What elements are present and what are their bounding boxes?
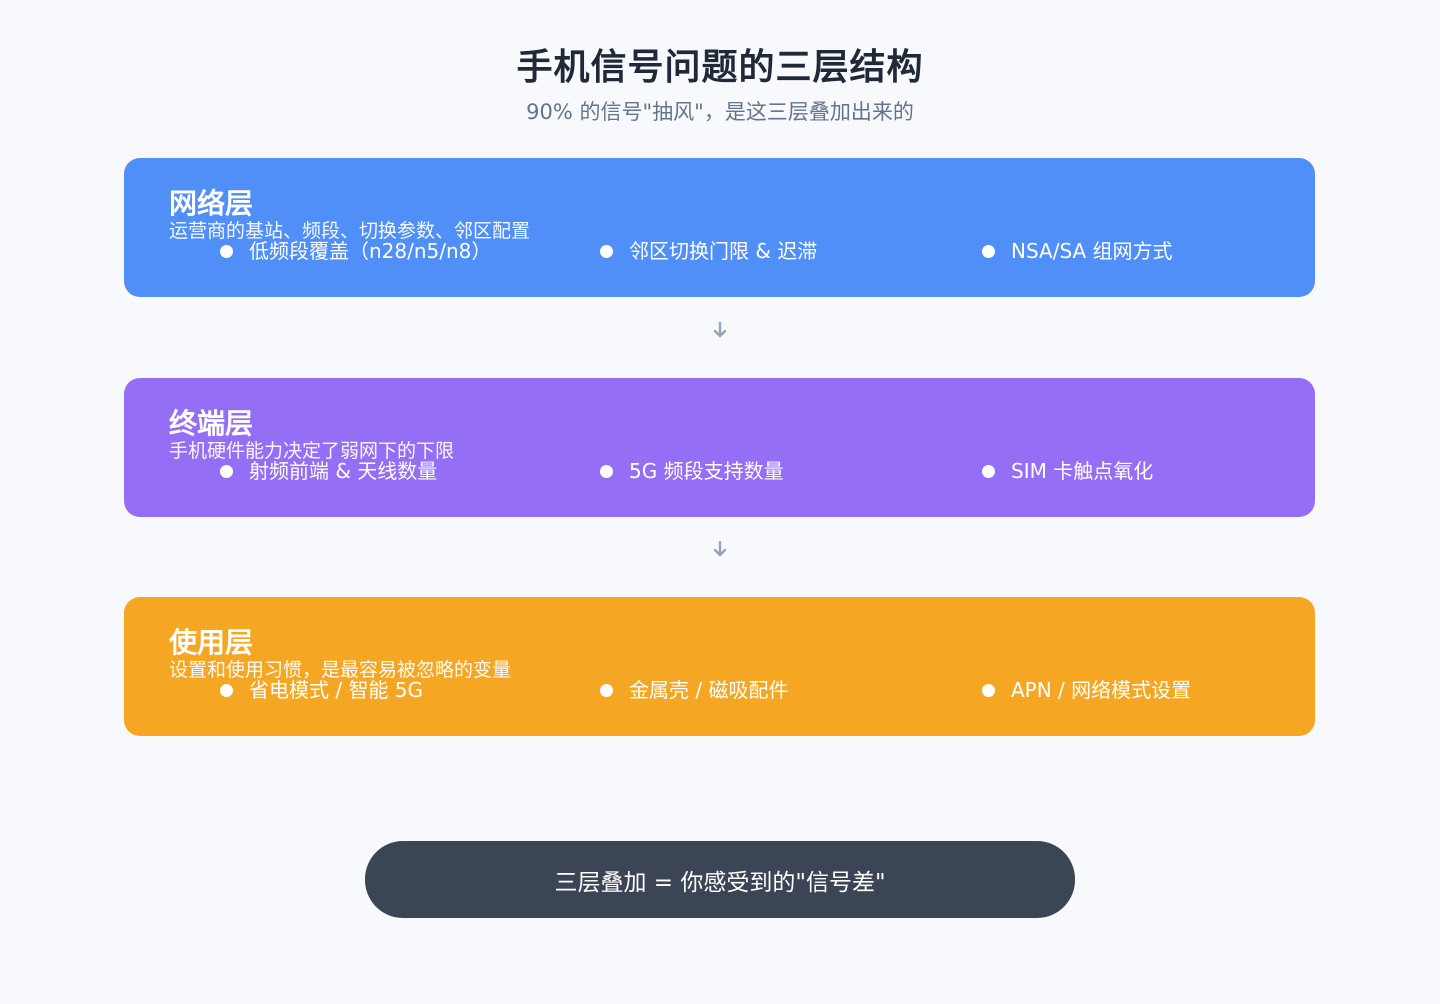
- layer-item-label: 射频前端 & 天线数量: [249, 459, 438, 483]
- layer-item: 邻区切换门限 & 迟滞: [600, 238, 817, 264]
- layer-item-label: APN / 网络模式设置: [1011, 678, 1192, 702]
- bullet-dot-icon: [600, 464, 613, 478]
- layer-item: 低频段覆盖（n28/n5/n8）: [220, 238, 491, 264]
- layer-title: 使用层: [169, 626, 254, 659]
- layer-description: 手机硬件能力决定了弱网下的下限: [169, 440, 455, 462]
- bullet-dot-icon: [220, 683, 233, 697]
- layer-description: 设置和使用习惯，是最容易被忽略的变量: [169, 659, 512, 681]
- layer-item: 射频前端 & 天线数量: [220, 458, 437, 484]
- arrow-down-icon: [713, 540, 727, 557]
- arrow-down-icon: [713, 321, 727, 338]
- bullet-dot-icon: [982, 244, 995, 258]
- summary-pill: 三层叠加 = 你感受到的"信号差": [365, 841, 1075, 918]
- layer-item: SIM 卡触点氧化: [982, 458, 1153, 484]
- layer-card-usage: 使用层 设置和使用习惯，是最容易被忽略的变量 省电模式 / 智能 5G 金属壳 …: [124, 597, 1315, 736]
- layer-item: 金属壳 / 磁吸配件: [600, 677, 788, 703]
- layer-card-terminal: 终端层 手机硬件能力决定了弱网下的下限 射频前端 & 天线数量 5G 频段支持数…: [124, 378, 1315, 517]
- layer-item-label: 5G 频段支持数量: [629, 459, 784, 483]
- layer-description: 运营商的基站、频段、切换参数、邻区配置: [169, 220, 531, 242]
- bullet-dot-icon: [982, 464, 995, 478]
- layer-title: 网络层: [169, 187, 254, 220]
- layer-title: 终端层: [169, 407, 254, 440]
- bullet-dot-icon: [982, 683, 995, 697]
- page-subtitle: 90% 的信号"抽风"，是这三层叠加出来的: [526, 100, 914, 124]
- layer-item-label: 省电模式 / 智能 5G: [249, 678, 424, 702]
- layer-card-network: 网络层 运营商的基站、频段、切换参数、邻区配置 低频段覆盖（n28/n5/n8）…: [124, 158, 1315, 297]
- layer-item-label: 金属壳 / 磁吸配件: [629, 678, 789, 702]
- layer-item: NSA/SA 组网方式: [982, 238, 1173, 264]
- layer-item: APN / 网络模式设置: [982, 677, 1191, 703]
- layer-item-label: 邻区切换门限 & 迟滞: [629, 239, 818, 263]
- layer-item: 省电模式 / 智能 5G: [220, 677, 423, 703]
- layer-item-label: NSA/SA 组网方式: [1011, 239, 1173, 263]
- bullet-dot-icon: [600, 683, 613, 697]
- bullet-dot-icon: [600, 244, 613, 258]
- layer-item-label: 低频段覆盖（n28/n5/n8）: [249, 239, 492, 263]
- bullet-dot-icon: [220, 464, 233, 478]
- bullet-dot-icon: [220, 244, 233, 258]
- layer-item: 5G 频段支持数量: [600, 458, 784, 484]
- layer-item-label: SIM 卡触点氧化: [1011, 459, 1154, 483]
- summary-text: 三层叠加 = 你感受到的"信号差": [554, 869, 886, 896]
- page-title: 手机信号问题的三层结构: [516, 47, 924, 88]
